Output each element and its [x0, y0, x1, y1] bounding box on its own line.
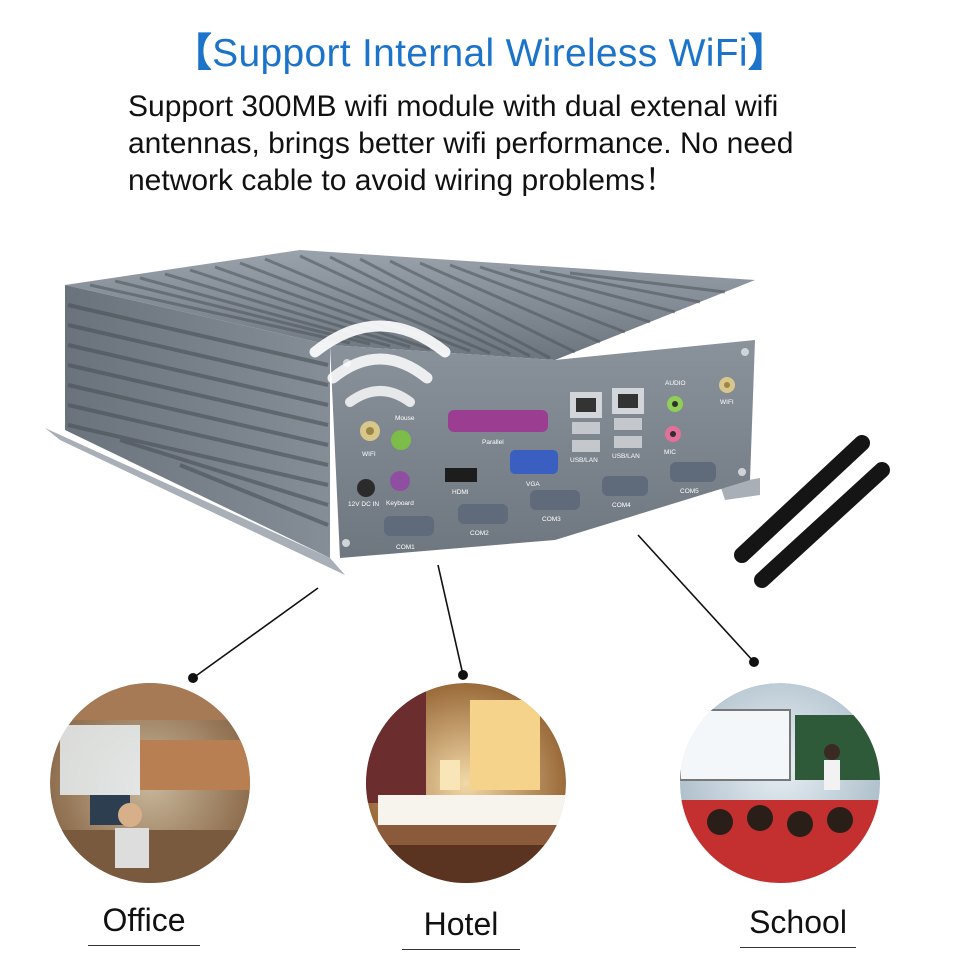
description-line-1: Support 300MB wifi module with dual exte…: [128, 90, 779, 123]
port-label-com3: COM3: [542, 516, 561, 523]
port-label-com4: COM4: [612, 502, 631, 509]
office-photo: [50, 683, 250, 883]
port-label-keyboard: Keyboard: [386, 500, 414, 507]
headline-title: Support Internal Wireless WiFi: [212, 32, 748, 75]
pointer-dot-school: [749, 657, 759, 667]
port-label-com5: COM5: [680, 488, 699, 495]
parallel-port: [448, 410, 548, 432]
description-line-3: network cable to avoid wiring problems！: [128, 164, 675, 197]
com3-port: [530, 490, 580, 510]
headline: 【Support Internal Wireless WiFi】: [0, 22, 960, 78]
usb-port-2b: [614, 436, 642, 448]
pointer-dot-office: [188, 673, 198, 683]
dc-in-port: [357, 479, 375, 497]
bracket-right: 】: [747, 32, 788, 75]
port-label-usb-lan-1: USB/LAN: [570, 457, 598, 464]
port-label-wifi: WIFI: [362, 451, 376, 458]
wifi-symbol-icon: [309, 320, 451, 407]
port-label-wifi-right: WIFI: [720, 399, 734, 406]
vga-port: [510, 450, 558, 474]
location-school: School: [740, 904, 856, 948]
port-label-com1: COM1: [396, 544, 415, 551]
port-label-mouse: Mouse: [395, 415, 415, 422]
port-label-com2: COM2: [470, 530, 489, 537]
port-label-hdmi: HDMI: [452, 489, 469, 496]
external-antennas: [734, 435, 890, 588]
usb-port-2a: [614, 418, 642, 430]
location-hotel: Hotel: [402, 906, 520, 950]
hotel-photo: [366, 683, 566, 883]
com4-port: [602, 476, 648, 496]
mouse-port: [391, 430, 411, 450]
description-line-2: antennas, brings better wifi performance…: [128, 127, 794, 160]
usb-port-1a: [572, 422, 600, 434]
ports: WIFI Mouse Keyboard 12V DC IN Parallel H…: [348, 377, 735, 551]
location-hotel-label: Hotel: [423, 906, 499, 942]
port-label-audio: AUDIO: [665, 380, 686, 387]
location-office-label: Office: [102, 902, 186, 938]
com1-port: [384, 516, 434, 536]
keyboard-port: [390, 471, 410, 491]
pointer-dot-hotel: [458, 670, 468, 680]
location-hotel-underline: [402, 949, 520, 950]
com5-port: [670, 462, 716, 482]
port-label-mic: MIC: [664, 449, 676, 456]
location-office-underline: [88, 945, 200, 946]
description: Support 300MB wifi module with dual exte…: [128, 88, 888, 199]
port-label-usb-lan-2: USB/LAN: [612, 453, 640, 460]
port-label-parallel: Parallel: [482, 439, 504, 446]
location-school-label: School: [749, 904, 847, 940]
com2-port: [458, 504, 508, 524]
hdmi-port: [445, 468, 477, 482]
location-school-underline: [740, 947, 856, 948]
bracket-left: 【: [172, 32, 213, 75]
school-photo: [680, 683, 880, 883]
usb-port-1b: [572, 440, 600, 452]
heatsink-side: [65, 285, 330, 558]
pointer-lines: [192, 534, 755, 679]
port-label-vga: VGA: [526, 481, 540, 488]
location-office: Office: [88, 902, 200, 946]
port-label-dc: 12V DC IN: [348, 501, 379, 508]
